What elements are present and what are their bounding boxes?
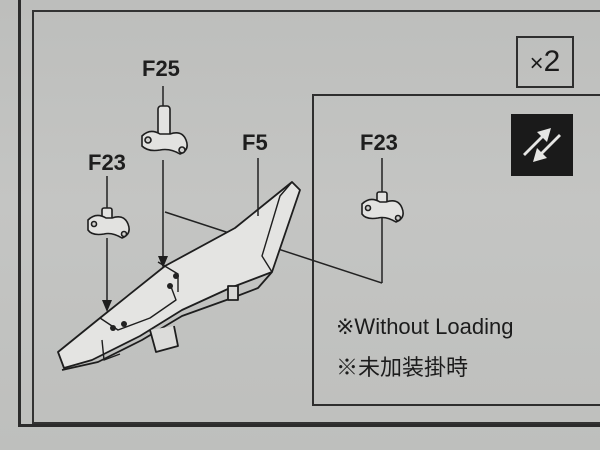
f23-arrow-head	[102, 300, 112, 312]
swap-arrows-icon	[511, 114, 573, 176]
detail-box	[312, 94, 600, 406]
part-label-f5: F5	[242, 130, 268, 155]
f25-arrow-head	[158, 256, 168, 268]
step-frame	[32, 10, 600, 424]
f23-part-detail	[361, 191, 404, 223]
f25-part	[141, 105, 188, 155]
f5-part	[57, 181, 301, 371]
part-label-f23-detail: F23	[360, 130, 398, 155]
quantity-prefix: ×	[529, 50, 544, 77]
quantity-box: ×2	[516, 36, 574, 88]
quantity-value: 2	[543, 45, 561, 78]
f23-part-left	[87, 207, 130, 239]
note-japanese: ※未加装掛時	[336, 355, 469, 380]
part-label-f23: F23	[88, 150, 126, 175]
page-border	[18, 0, 600, 427]
part-label-f25: F25	[142, 56, 180, 81]
note-without-loading: ※Without Loading	[336, 314, 514, 339]
